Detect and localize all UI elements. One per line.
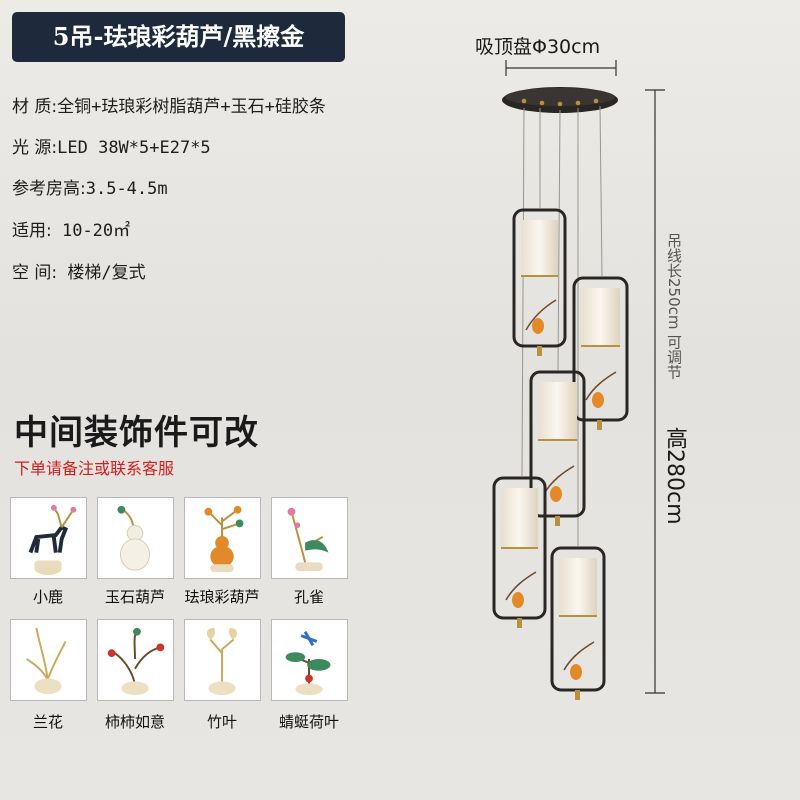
spec-space: 空 间: 楼梯/复式: [12, 258, 146, 283]
ornament-caption: 玉石葫芦: [104, 588, 165, 606]
spec-light-source: 光 源:LED 38W*5+E27*5: [12, 133, 211, 158]
orchid-ornament-icon: [26, 627, 67, 695]
pendant-shade: [572, 276, 629, 430]
spec-room-height: 参考房高:3.5-4.5m: [12, 174, 168, 199]
ceiling-canopy: [502, 87, 618, 113]
decor-heading: 中间装饰件可改: [14, 413, 259, 453]
total-height-label: 高280cm: [662, 427, 687, 525]
dragonfly-lotus-ornament-icon: [285, 631, 331, 696]
deer-ornament-icon: [28, 504, 77, 576]
spec-label: 适用:: [12, 221, 52, 241]
suspension-cables: [521, 105, 603, 546]
ornament-thumb-dragonfly-lotus[interactable]: [271, 619, 348, 701]
ornament-caption: 竹叶: [206, 713, 237, 731]
product-title-badge: 5吊-珐琅彩葫芦/黑擦金: [12, 12, 345, 62]
ornament-caption: 蜻蜓荷叶: [278, 713, 339, 731]
spec-material: 材 质:全铜+珐琅彩树脂葫芦+玉石+硅胶条: [12, 92, 326, 117]
spec-value: LED 38W*5+E27*5: [57, 138, 211, 158]
ornament-thumb-persimmon[interactable]: [97, 619, 174, 701]
pendant-shade: [492, 476, 547, 628]
spec-label: 空 间:: [12, 263, 58, 283]
spec-value: 3.5-4.5m: [85, 179, 168, 199]
ornament-thumb-bamboo-leaf[interactable]: [184, 619, 261, 701]
spec-value: 楼梯/复式: [57, 263, 146, 283]
spec-area: 适用: 10-20㎡: [12, 216, 130, 241]
pendant-shade: [512, 208, 567, 356]
jade-gourd-ornament-icon: [117, 505, 151, 571]
canopy-dimension-line: [505, 60, 617, 76]
cable-length-label: 吊线长250cm 可调节: [665, 233, 683, 380]
ornament-thumb-deer[interactable]: [10, 497, 87, 579]
ornament-thumb-enamel-gourd[interactable]: [184, 497, 261, 579]
ornament-thumb-orchid[interactable]: [10, 619, 87, 701]
ornament-thumb-peacock[interactable]: [271, 497, 348, 579]
pendant-shade: [550, 546, 606, 700]
persimmon-ornament-icon: [107, 627, 165, 696]
ornament-caption: 孔雀: [293, 588, 324, 606]
bamboo-leaf-ornament-icon: [206, 627, 238, 696]
spec-label: 材 质:: [12, 97, 58, 117]
peacock-ornament-icon: [287, 507, 329, 572]
ornament-caption: 小鹿: [32, 588, 63, 606]
ornament-caption: 珐琅彩葫芦: [184, 588, 260, 606]
ornament-caption: 兰花: [32, 713, 63, 731]
spec-label: 光 源:: [12, 138, 58, 158]
height-dimension-line: [645, 89, 665, 694]
enamel-gourd-ornament-icon: [204, 505, 244, 573]
spec-value: 10-20㎡: [51, 221, 131, 241]
spec-value: 全铜+珐琅彩树脂葫芦+玉石+硅胶条: [57, 97, 326, 117]
ornament-caption: 柿柿如意: [104, 713, 165, 731]
decor-note: 下单请备注或联系客服: [14, 459, 175, 478]
pendant-shade: [529, 370, 586, 526]
canopy-diameter-label: 吸顶盘Φ30cm: [475, 36, 601, 58]
ornament-thumb-jade-gourd[interactable]: [97, 497, 174, 579]
spec-label: 参考房高:: [12, 179, 86, 199]
